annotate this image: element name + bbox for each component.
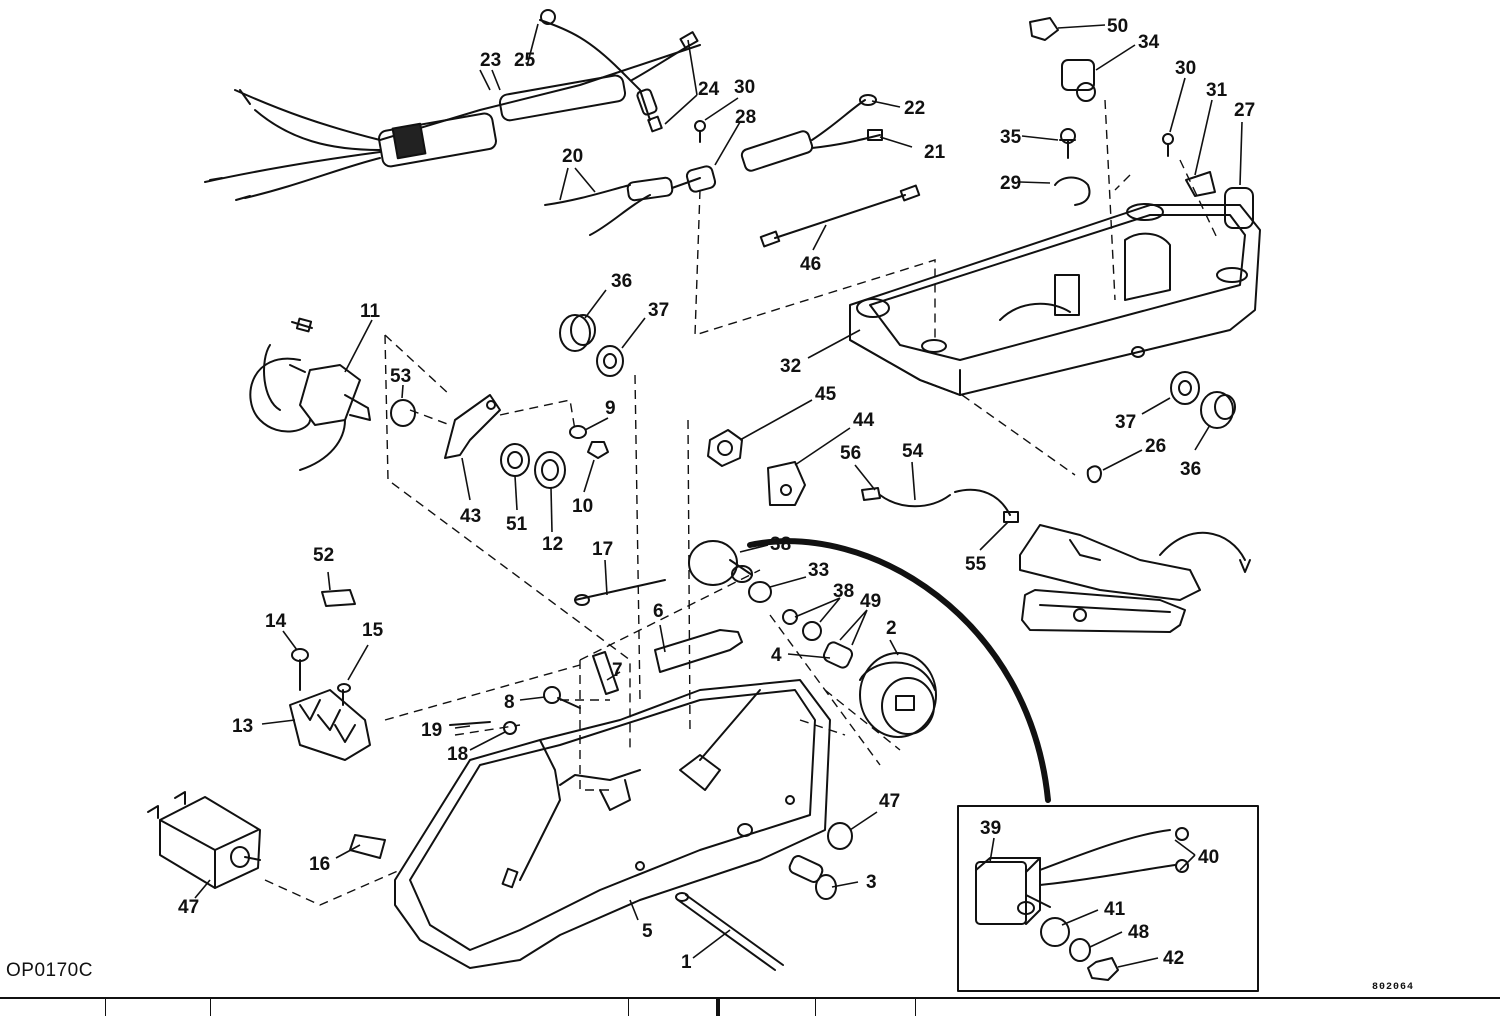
part-label: 38 xyxy=(833,581,854,602)
part-label: 23 xyxy=(480,50,501,71)
switch-11 xyxy=(249,317,371,471)
table-divider xyxy=(815,999,816,1016)
part-label: 35 xyxy=(1000,127,1022,148)
part-label: 12 xyxy=(542,534,563,555)
table-divider xyxy=(105,999,106,1016)
part-label: 50 xyxy=(1107,16,1128,37)
lower-bracket-parts xyxy=(449,629,743,735)
part-label: 39 xyxy=(980,818,1001,839)
part-label: 5 xyxy=(642,921,653,942)
wiring-harness xyxy=(204,9,701,201)
part-label: 51 xyxy=(506,514,528,535)
part-label: 16 xyxy=(309,854,330,875)
clip-16 xyxy=(349,834,386,859)
part-label: 31 xyxy=(1206,80,1228,101)
part-label: 38 xyxy=(770,534,791,555)
part-label: 30 xyxy=(734,77,755,98)
part-label: 19 xyxy=(421,720,442,741)
table-header-strip xyxy=(0,997,1500,1016)
part-label: 17 xyxy=(592,539,613,560)
part-label: 14 xyxy=(265,611,287,632)
part-label: 54 xyxy=(902,441,924,462)
table-divider xyxy=(915,999,916,1016)
screw-3 xyxy=(788,855,837,900)
part-label: 47 xyxy=(879,791,900,812)
part-label: 15 xyxy=(362,620,384,641)
part-label: 25 xyxy=(514,50,536,71)
control-knob-2 xyxy=(859,652,937,738)
circuit-breaker-47 xyxy=(147,791,261,889)
part-label: 20 xyxy=(562,146,583,167)
part-label: 48 xyxy=(1128,922,1149,943)
part-label: 52 xyxy=(313,545,334,566)
part-label: 44 xyxy=(853,410,875,431)
part-label: 3 xyxy=(866,872,877,893)
part-label: 36 xyxy=(611,271,632,292)
part-label: 18 xyxy=(447,744,468,765)
middle-parts xyxy=(707,429,1019,523)
part-label: 49 xyxy=(860,591,881,612)
part-label: 21 xyxy=(924,142,946,163)
part-label: 34 xyxy=(1138,32,1160,53)
part-label: 24 xyxy=(698,79,720,100)
part-label: 28 xyxy=(735,107,756,128)
part-label: 7 xyxy=(612,660,623,681)
drawing-code: OP0170C xyxy=(6,960,93,981)
part-label: 41 xyxy=(1104,899,1126,920)
assembly-lines xyxy=(264,99,1219,906)
part-label: 32 xyxy=(780,356,801,377)
nut-47-right xyxy=(827,822,853,850)
part-label: 26 xyxy=(1145,436,1166,457)
part-label: 27 xyxy=(1234,100,1255,121)
part-label: 45 xyxy=(815,384,837,405)
inset-switch-39 xyxy=(957,805,1259,992)
top-cover-32 xyxy=(849,203,1261,396)
part-label: 43 xyxy=(460,506,481,527)
bushings-right xyxy=(1086,371,1236,484)
part-label: 10 xyxy=(572,496,593,517)
part-label: 9 xyxy=(605,398,616,419)
table-divider xyxy=(628,999,629,1016)
part-label: 46 xyxy=(800,254,821,275)
part-label: 2 xyxy=(886,618,897,639)
part-label: 55 xyxy=(965,554,987,575)
part-label: 1 xyxy=(681,952,692,973)
part-label: 56 xyxy=(840,443,861,464)
table-divider xyxy=(716,999,720,1016)
part-label: 42 xyxy=(1163,948,1184,969)
part-label: 36 xyxy=(1180,459,1201,480)
table-divider xyxy=(210,999,211,1016)
reference-code: 802064 xyxy=(1372,982,1415,993)
part-label: 33 xyxy=(808,560,829,581)
part-label: 37 xyxy=(1115,412,1136,433)
part-label: 29 xyxy=(1000,173,1021,194)
part-label: 30 xyxy=(1175,58,1196,79)
part-label: 53 xyxy=(390,366,411,387)
leader-lines xyxy=(194,23,1243,968)
part-label: 13 xyxy=(232,716,253,737)
upper-right-hardware xyxy=(1029,17,1254,229)
bushings-upper xyxy=(559,314,624,377)
foot-pedal xyxy=(1019,524,1251,633)
bracket-43 xyxy=(390,394,609,489)
part-label: 37 xyxy=(648,300,669,321)
part-label: 4 xyxy=(771,645,782,666)
lead-46 xyxy=(759,184,921,248)
part-label: 40 xyxy=(1198,847,1219,868)
part-label: 22 xyxy=(904,98,925,119)
part-label: 6 xyxy=(653,601,664,622)
part-number-labels: 23 25 24 30 28 22 21 20 46 50 34 30 31 2… xyxy=(178,16,1255,973)
part-label: 47 xyxy=(178,897,199,918)
wire-harness-20 xyxy=(544,94,883,236)
part-label: 11 xyxy=(360,301,381,322)
part-label: 8 xyxy=(504,692,515,713)
terminal-block-13 xyxy=(289,589,371,761)
shaft-1 xyxy=(675,892,784,971)
main-housing-5 xyxy=(394,679,831,969)
